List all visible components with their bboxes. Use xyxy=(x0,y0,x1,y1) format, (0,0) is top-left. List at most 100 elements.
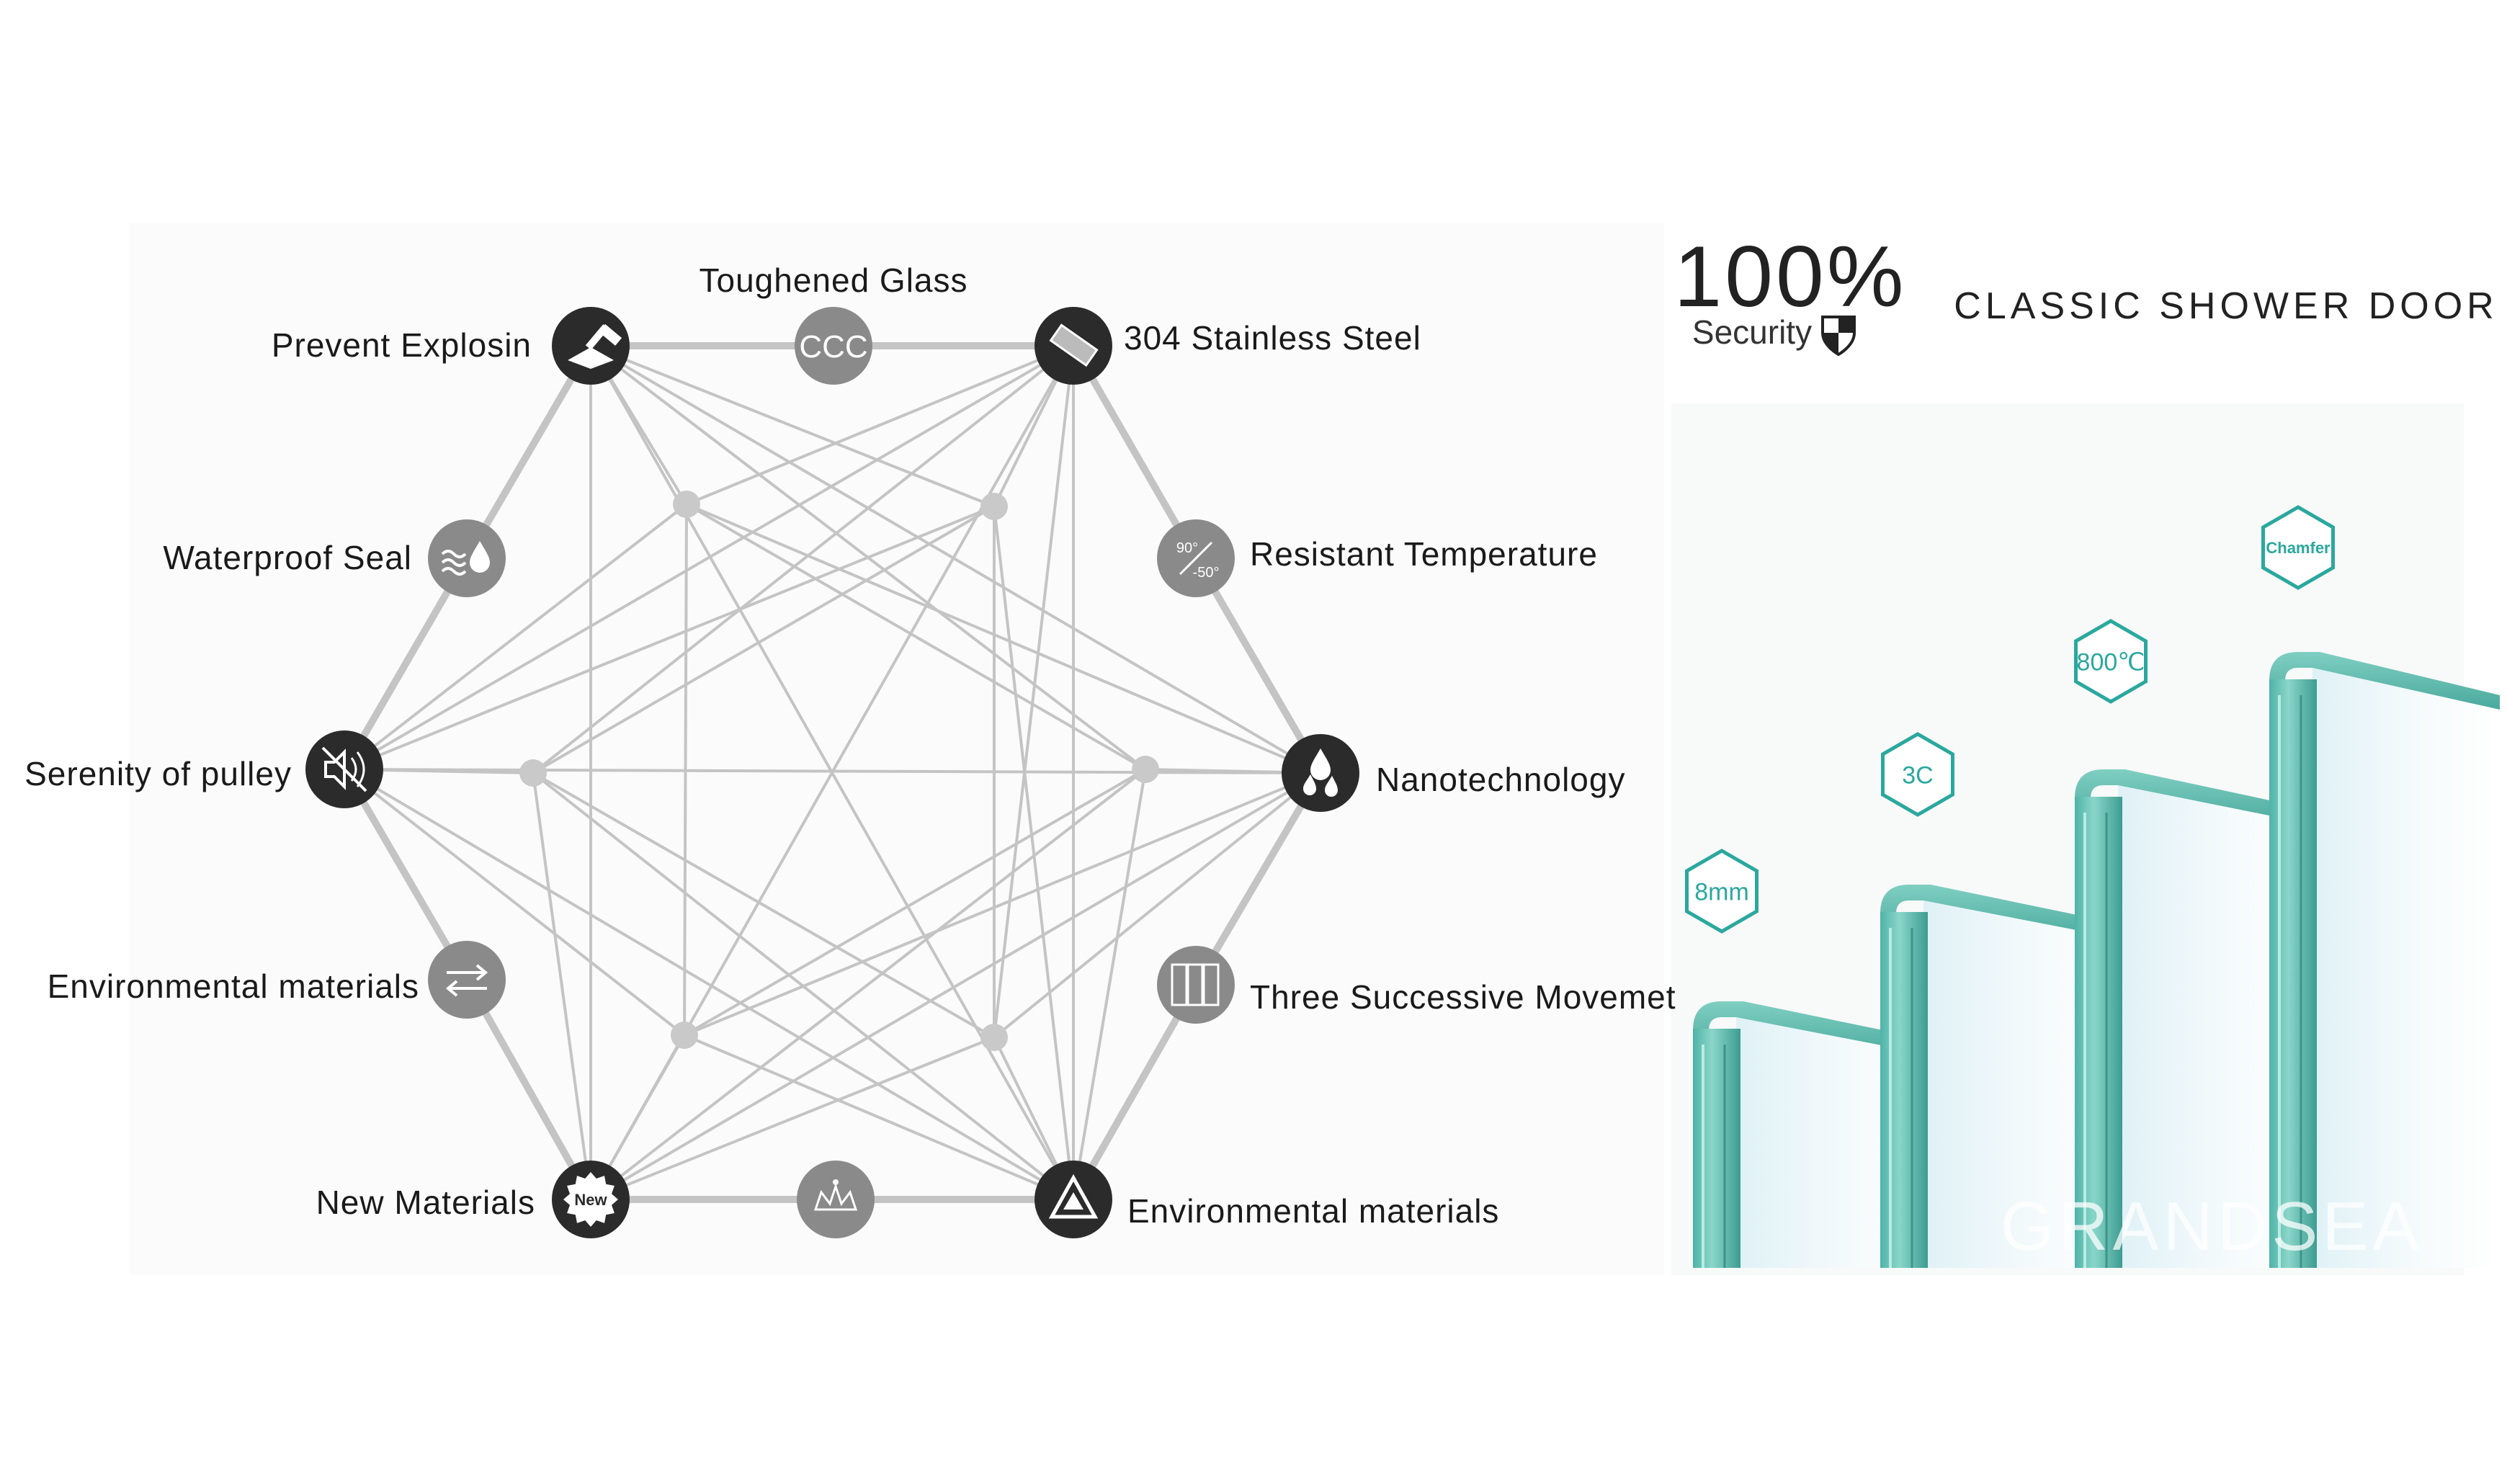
feature-nodes: CCC Toughened Glass 304 Stainless Steel 90°… xyxy=(24,262,1676,1238)
shield-icon xyxy=(1821,316,1856,357)
feature-node-explosion xyxy=(552,307,630,385)
steel-bar-icon xyxy=(1049,323,1099,367)
cross-edge xyxy=(343,768,1075,1201)
sliding-panels-icon xyxy=(1171,963,1220,1006)
node-circle xyxy=(795,307,872,385)
inner-edge xyxy=(993,506,1075,1200)
node-label-env1: Environmental materials xyxy=(48,967,419,1005)
node-label-toughened: Toughened Glass xyxy=(699,262,968,299)
node-label-env2: Environmental materials xyxy=(1127,1192,1499,1230)
crown-sparkle-icon xyxy=(813,1179,858,1211)
feature-node-pulley xyxy=(305,730,383,808)
node-label-move: Three Successive Movemet xyxy=(1250,978,1676,1016)
cross-edge xyxy=(343,344,1075,771)
inner-edge xyxy=(344,505,995,771)
tag-label: Chamfer xyxy=(2266,539,2331,557)
inner-edge xyxy=(532,772,592,1200)
inner-edge xyxy=(685,503,1147,771)
cross-edge xyxy=(589,344,1322,774)
node-label-explosion: Prevent Explosin xyxy=(272,326,532,364)
feature-node-bottom xyxy=(797,1161,875,1238)
junction-dot xyxy=(980,493,1008,520)
feature-node-move xyxy=(1157,946,1235,1024)
inner-edge xyxy=(684,772,1321,1037)
ring-edge xyxy=(1192,771,1324,987)
inner-edge xyxy=(343,503,688,771)
inner-edge xyxy=(589,344,1147,771)
svg-text:-50°: -50° xyxy=(1193,565,1220,581)
inner-edge xyxy=(343,768,686,1037)
glass-panel xyxy=(2269,652,2500,1268)
junction-dot xyxy=(671,1022,698,1049)
inner-edge xyxy=(589,768,1147,1201)
feature-node-nano xyxy=(1282,734,1359,812)
feature-node-seal xyxy=(428,519,506,597)
security-badge: 100% Security xyxy=(1674,228,1907,357)
arrows-exchange-icon xyxy=(445,964,488,997)
ccc-badge-icon: CCC xyxy=(799,329,867,365)
brand-watermark: GRANDSEA xyxy=(2001,1188,2423,1265)
node-label-seal: Waterproof Seal xyxy=(163,539,412,576)
product-title: CLASSIC SHOWER DOOR xyxy=(1954,285,2498,327)
node-circle xyxy=(797,1161,875,1238)
junction-dot xyxy=(673,491,700,518)
inner-edge xyxy=(683,504,688,1036)
junction-dot xyxy=(519,759,547,787)
node-label-temp: Resistant Temperature xyxy=(1250,535,1598,573)
svg-text:90°: 90° xyxy=(1176,540,1198,556)
feature-node-newmat: New xyxy=(552,1161,630,1238)
feature-network-diagram: CCC Toughened Glass 304 Stainless Steel 90°… xyxy=(24,262,1676,1238)
temperature-range-icon: 90° -50° xyxy=(1176,540,1220,581)
node-label-steel: 304 Stainless Steel xyxy=(1124,319,1421,357)
water-drops-icon xyxy=(1303,748,1338,797)
inner-edge xyxy=(1072,769,1147,1200)
node-circle xyxy=(428,519,506,597)
feature-tags: 8mm 3C 800℃ Chamfer xyxy=(1685,505,2335,934)
svg-text:CCC: CCC xyxy=(799,329,867,365)
feature-node-toughened: CCC xyxy=(795,307,872,385)
hexagon-tag: 800℃ xyxy=(2074,619,2148,704)
inner-edge xyxy=(684,768,1146,1037)
node-label-newmat: New Materials xyxy=(316,1184,535,1221)
inner-edge xyxy=(532,344,1075,774)
inner-edge xyxy=(532,772,995,1039)
node-circle xyxy=(1157,946,1235,1024)
inner-edge xyxy=(532,772,1075,1201)
node-label-nano: Nanotechnology xyxy=(1376,761,1625,798)
inner-edge xyxy=(686,503,1321,774)
cross-edge xyxy=(589,772,1322,1201)
hexagon-tag: Chamfer xyxy=(2261,505,2335,590)
inner-edge xyxy=(684,1034,1074,1201)
feature-node-temp: 90° -50° xyxy=(1157,519,1235,597)
inner-edge xyxy=(993,772,1322,1039)
diagram-background xyxy=(130,223,1664,1275)
node-label-pulley: Serenity of pulley xyxy=(24,755,292,792)
inner-edge xyxy=(590,1036,995,1201)
junction-dot xyxy=(1132,756,1159,783)
junction-dot xyxy=(980,1024,1008,1051)
tag-label: 3C xyxy=(1902,761,1933,789)
hexagon-tag: 8mm xyxy=(1685,849,1759,934)
feature-node-steel xyxy=(1034,307,1112,385)
waves-drop-icon xyxy=(441,541,490,576)
feature-node-env2 xyxy=(1034,1161,1112,1238)
new-badge-icon: New xyxy=(563,1172,618,1227)
security-caption: Security xyxy=(1692,313,1812,351)
hammer-glass-icon xyxy=(568,323,622,369)
recycle-triangle-icon xyxy=(1048,1174,1099,1219)
mute-speaker-icon xyxy=(321,746,367,792)
feature-node-env1 xyxy=(428,941,506,1019)
inner-edge xyxy=(993,345,1075,1038)
security-percent: 100% xyxy=(1674,228,1907,325)
inner-edge xyxy=(686,344,1074,506)
inner-edge xyxy=(532,505,996,774)
inner-edge xyxy=(590,344,995,508)
tag-label: 8mm xyxy=(1694,878,1749,906)
ring-edge xyxy=(1070,983,1199,1202)
tag-label: 800℃ xyxy=(2077,648,2145,676)
glass-panels xyxy=(1693,652,2500,1268)
svg-text:New: New xyxy=(574,1191,607,1209)
node-circle xyxy=(428,941,506,1019)
hexagon-tag: 3C xyxy=(1881,732,1954,817)
